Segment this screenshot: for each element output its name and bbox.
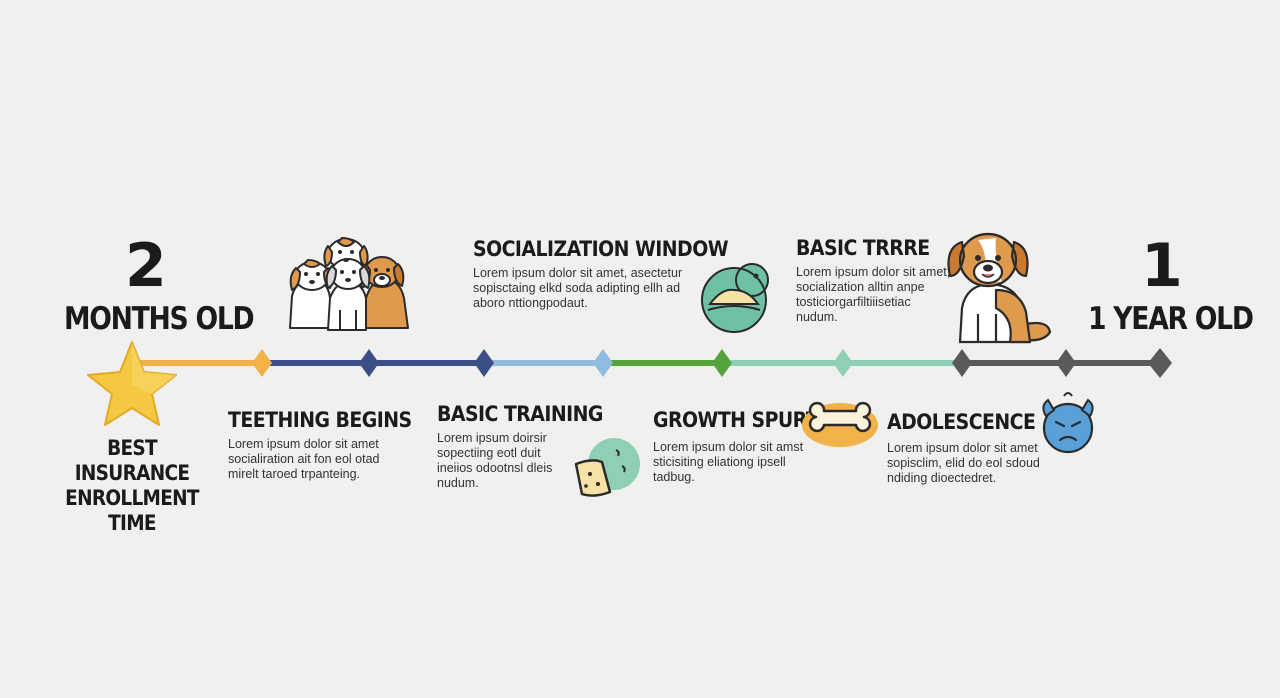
milestone-description: Lorem ipsum dolor sit amet sopisclim, el… [887, 441, 1040, 485]
end-age-label: 1 YEAR OLD [1088, 301, 1254, 337]
milestone-title: ADOLESCENCE [887, 410, 1036, 434]
timeline-markers [252, 348, 1172, 378]
timeline-end-marker [1148, 348, 1172, 378]
timeline-marker [1056, 349, 1076, 377]
milestone-description: Lorem ipsum dolor sit amet, socializatio… [796, 265, 951, 324]
milestone-title: SOCIALIZATION WINDOW [473, 237, 729, 261]
timeline-marker [252, 349, 272, 377]
milestone-title: BASIC TRAINING [437, 402, 603, 426]
start-age-number: 2 [125, 231, 167, 301]
milestone-description: Lorem ipsum doirsir sopectiing eotl duit… [437, 431, 553, 490]
chew-toy-icon [701, 263, 769, 333]
star-icon [87, 341, 177, 426]
milestone-description: Lorem ipsum dolor sit amet, asectetur so… [473, 266, 683, 310]
sitting-dog-icon [947, 232, 1052, 344]
milestone-title: GROWTH SPURT [653, 408, 819, 432]
milestone-description: Lorem ipsum dolor sit amst sticisiting e… [653, 440, 804, 484]
best-enrollment-label: BEST INSURANCE ENROLLMENT TIME [65, 436, 199, 535]
timeline-marker [474, 349, 494, 377]
milestone-title: BASIC TRRRE [796, 236, 930, 260]
end-age-number: 1 [1141, 231, 1183, 301]
grumpy-face-icon [1042, 392, 1094, 454]
puppies-icon [289, 237, 409, 331]
timeline-marker [952, 349, 972, 377]
timeline-marker [359, 349, 379, 377]
milestone-title: TEETHING BEGINS [228, 408, 412, 432]
cookie-icon [574, 438, 640, 497]
timeline-marker [833, 349, 853, 377]
start-age-label: MONTHS OLD [64, 301, 255, 337]
bone-icon [802, 401, 878, 447]
timeline-marker [593, 349, 613, 377]
milestone-description: Lorem ipsum dolor sit amet socialiration… [228, 437, 380, 481]
timeline-marker [712, 349, 732, 377]
